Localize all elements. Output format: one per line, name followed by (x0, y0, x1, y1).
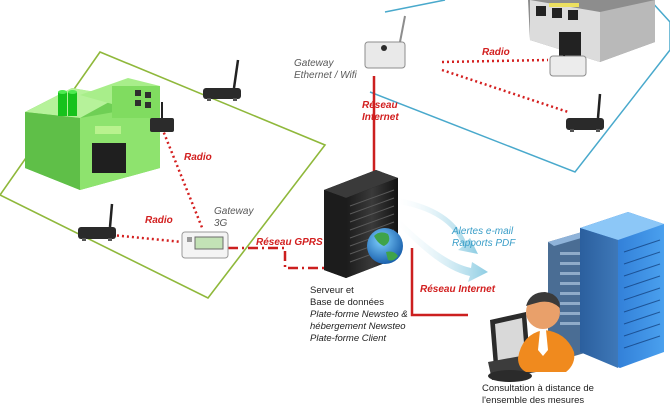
user-avatar (518, 292, 575, 372)
radio-link-left-3g (111, 233, 183, 244)
blue-site-outline-main (369, 0, 670, 173)
radio-links (111, 58, 569, 244)
server-desc-line2: Base de données (310, 297, 384, 308)
alert-arrow-2 (398, 218, 488, 282)
server-desc-line1: Serveur et (310, 285, 354, 296)
sensor-green-building (150, 102, 174, 132)
gateway-3g-label-line1: Gateway (214, 206, 254, 217)
reseau-internet-top-line2: Internet (362, 112, 399, 123)
radio-sensor-right (566, 93, 604, 132)
gateway-gray-building (549, 39, 587, 77)
consultation-label-line1: Consultation à distance de (482, 383, 594, 394)
reseau-internet-top-line1: Réseau (362, 100, 398, 111)
radio-link-building-3g (160, 127, 205, 231)
alertes-label-line1: Alertes e-mail (452, 226, 514, 237)
gateway-ethernet-device (364, 15, 406, 69)
globe-icon (367, 228, 403, 264)
blue-site-outline (384, 0, 446, 13)
reseau-gprs-label: Réseau GPRS (256, 237, 323, 248)
radio-label-top-right: Radio (482, 47, 510, 58)
radio-sensor-top-left (203, 59, 241, 101)
server-desc-line4: hébergement Newsteo (310, 321, 406, 332)
radio-link-top-right (441, 58, 549, 64)
internet-links (372, 76, 468, 317)
gprs-link (228, 246, 330, 270)
gateway-ethernet-label-line1: Gateway (294, 58, 334, 69)
internet-link-client (410, 248, 468, 317)
gateway-3g-device (181, 231, 229, 259)
gateway-ethernet-label-line2: Ethernet / Wifi (294, 70, 357, 81)
gray-building (528, 0, 655, 62)
reseau-internet-bottom-label: Réseau Internet (420, 284, 496, 295)
green-building (25, 78, 160, 190)
server-desc-line3: Plate-forme Newsteo & (310, 309, 408, 320)
alert-arrows (398, 198, 488, 282)
radio-link-gateway-sensor (441, 68, 569, 114)
radio-sensor-left (78, 203, 116, 241)
alert-arrow-1 (398, 198, 478, 254)
consultation-label-line2: l'ensemble des mesures (482, 395, 585, 406)
gateway-3g-label-line2: 3G (214, 218, 228, 229)
server-desc-line5: Plate-forme Client (310, 333, 387, 344)
alertes-label-line2: Rapports PDF (452, 238, 516, 249)
radio-label-left: Radio (145, 215, 173, 226)
radio-label-building: Radio (184, 152, 212, 163)
blue-towers (548, 212, 664, 368)
